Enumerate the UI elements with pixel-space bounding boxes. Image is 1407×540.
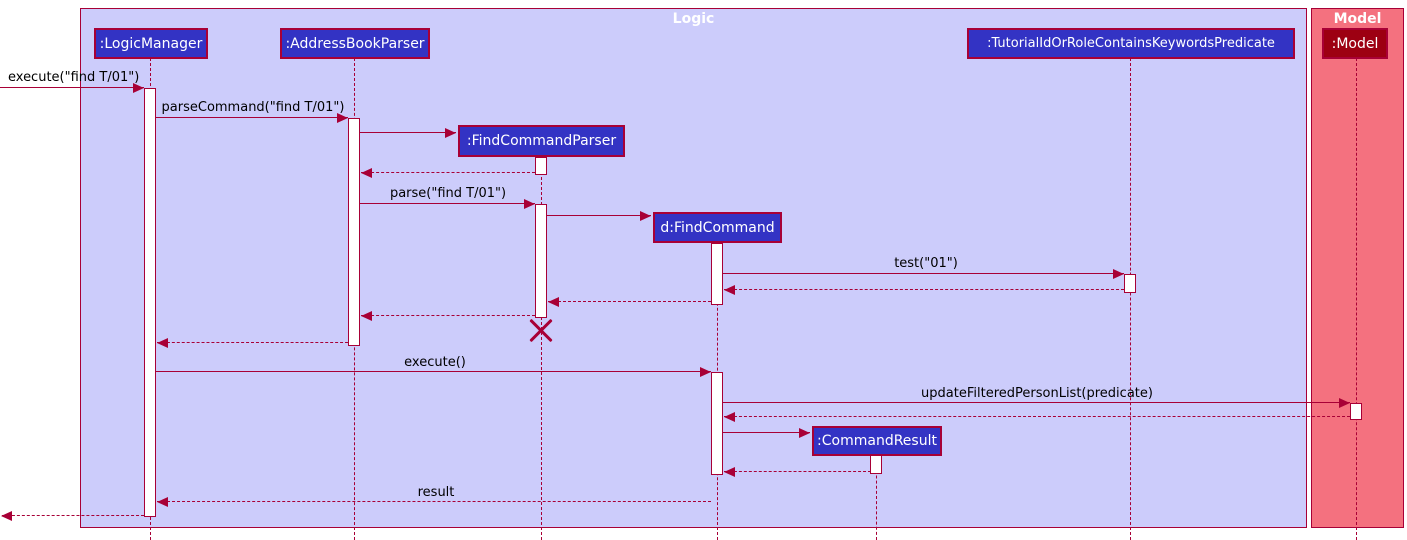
lifeline-model <box>1356 58 1357 540</box>
message-test-line <box>723 273 1124 274</box>
participant-address-book-parser: :AddressBookParser <box>280 28 430 59</box>
message-execute-line <box>156 371 711 372</box>
activation-find-command-execute <box>711 372 723 475</box>
activation-find-command-create <box>711 243 723 305</box>
arrowhead-update-filtered <box>1339 398 1350 408</box>
participant-find-command-label: d:FindCommand <box>660 219 775 236</box>
message-result-line <box>157 501 711 502</box>
return-address-book-parser-line <box>157 342 348 343</box>
arrowhead-create-find-command-parser <box>445 128 456 138</box>
message-create-command-result-line <box>723 432 810 433</box>
participant-model: :Model <box>1322 28 1388 59</box>
arrowhead-return-command-result <box>724 467 735 477</box>
arrowhead-return-model <box>724 412 735 422</box>
arrowhead-return-find-command <box>548 297 559 307</box>
message-result-label: result <box>417 485 455 500</box>
arrowhead-execute-find <box>133 83 144 93</box>
message-execute-label: execute() <box>404 355 466 370</box>
model-frame-title: Model <box>1333 11 1382 27</box>
arrowhead-create-command-result <box>799 428 810 438</box>
arrowhead-parse-command <box>337 113 348 123</box>
arrowhead-parse <box>524 199 535 209</box>
message-parse-command-line <box>156 117 348 118</box>
message-test-label: test("01") <box>894 256 958 271</box>
message-parse-label: parse("find T/01") <box>389 186 507 201</box>
model-frame: Model <box>1311 8 1404 528</box>
message-parse-command-label: parseCommand("find T/01") <box>161 100 345 115</box>
lifeline-command-result <box>876 455 877 540</box>
lifeline-find-command-parser <box>541 157 542 540</box>
participant-predicate-label: :TutorialIdOrRoleContainsKeywordsPredica… <box>987 36 1275 51</box>
arrowhead-result <box>157 497 168 507</box>
participant-address-book-parser-label: :AddressBookParser <box>285 35 425 52</box>
destroy-x-icon <box>528 317 554 343</box>
message-create-find-command-line <box>547 215 651 216</box>
participant-logic-manager-label: :LogicManager <box>99 35 203 52</box>
return-find-command-parser-line <box>361 315 535 316</box>
message-update-filtered-line <box>723 402 1350 403</box>
activation-model <box>1350 403 1362 420</box>
message-create-find-command-parser-line <box>360 132 456 133</box>
activation-command-result <box>870 455 882 474</box>
activation-logic-manager <box>144 88 156 517</box>
arrowhead-return-find-command-parser <box>361 311 372 321</box>
arrowhead-return-to-caller <box>1 511 12 521</box>
participant-find-command-parser: :FindCommandParser <box>458 125 625 157</box>
participant-find-command-parser-label: :FindCommandParser <box>466 133 617 149</box>
logic-frame-title: Logic <box>672 11 715 27</box>
return-command-result-line <box>724 471 871 472</box>
message-execute-find-line <box>0 87 144 88</box>
participant-predicate: :TutorialIdOrRoleContainsKeywordsPredica… <box>967 28 1295 59</box>
logic-frame: Logic <box>80 8 1307 528</box>
lifeline-predicate <box>1130 58 1131 540</box>
return-model-line <box>724 416 1350 417</box>
return-find-command-line <box>548 301 711 302</box>
participant-model-label: :Model <box>1331 35 1379 52</box>
arrowhead-test <box>1113 269 1124 279</box>
message-execute-find-label: execute("find T/01") <box>8 70 140 85</box>
return-to-caller-line <box>2 515 144 516</box>
message-parse-line <box>360 203 535 204</box>
participant-logic-manager: :LogicManager <box>94 28 208 59</box>
participant-command-result: :CommandResult <box>812 426 942 456</box>
activation-find-command-parser-parse <box>535 204 547 318</box>
message-update-filtered-label: updateFilteredPersonList(predicate) <box>921 386 1153 401</box>
arrowhead-create-find-command <box>640 211 651 221</box>
return-find-command-parser-created-line <box>361 172 535 173</box>
participant-find-command: d:FindCommand <box>653 212 782 243</box>
arrowhead-return-find-command-parser-created <box>361 168 372 178</box>
arrowhead-execute <box>700 367 711 377</box>
activation-address-book-parser <box>348 118 360 346</box>
arrowhead-return-predicate <box>724 285 735 295</box>
activation-find-command-parser-create <box>535 157 547 175</box>
return-predicate-line <box>724 289 1124 290</box>
arrowhead-return-address-book-parser <box>157 338 168 348</box>
participant-command-result-label: :CommandResult <box>817 433 937 449</box>
activation-predicate <box>1124 274 1136 293</box>
